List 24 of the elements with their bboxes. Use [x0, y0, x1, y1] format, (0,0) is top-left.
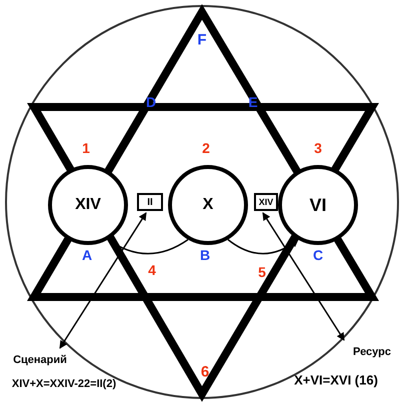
equation-text: X+VI=XVI (16)	[294, 372, 378, 388]
point-number: 5	[258, 264, 266, 280]
caption-text: Ресурс	[344, 344, 400, 360]
point-letter: E	[248, 94, 258, 110]
number-circle: XIV	[48, 165, 128, 245]
point-letter: B	[200, 247, 210, 263]
equation-text: XIV+X=XXIV-22=II(2)	[12, 378, 116, 390]
point-letter: C	[312, 247, 324, 263]
point-number: 6	[200, 364, 210, 380]
point-letter: D	[146, 94, 156, 110]
point-number: 1	[82, 140, 90, 156]
point-number: 2	[202, 140, 210, 156]
number-circle: VI	[278, 165, 358, 245]
point-number: 3	[314, 140, 322, 156]
caption-text: Сценарий	[2, 352, 78, 368]
arrow	[262, 212, 345, 341]
number-box: II	[137, 193, 163, 211]
point-letter: A	[82, 247, 92, 263]
number-box: XIV	[254, 193, 278, 211]
arrow	[59, 212, 147, 349]
point-letter: F	[197, 32, 207, 48]
point-number: 4	[148, 262, 156, 278]
number-circle: X	[168, 165, 248, 245]
arrow	[228, 239, 299, 254]
